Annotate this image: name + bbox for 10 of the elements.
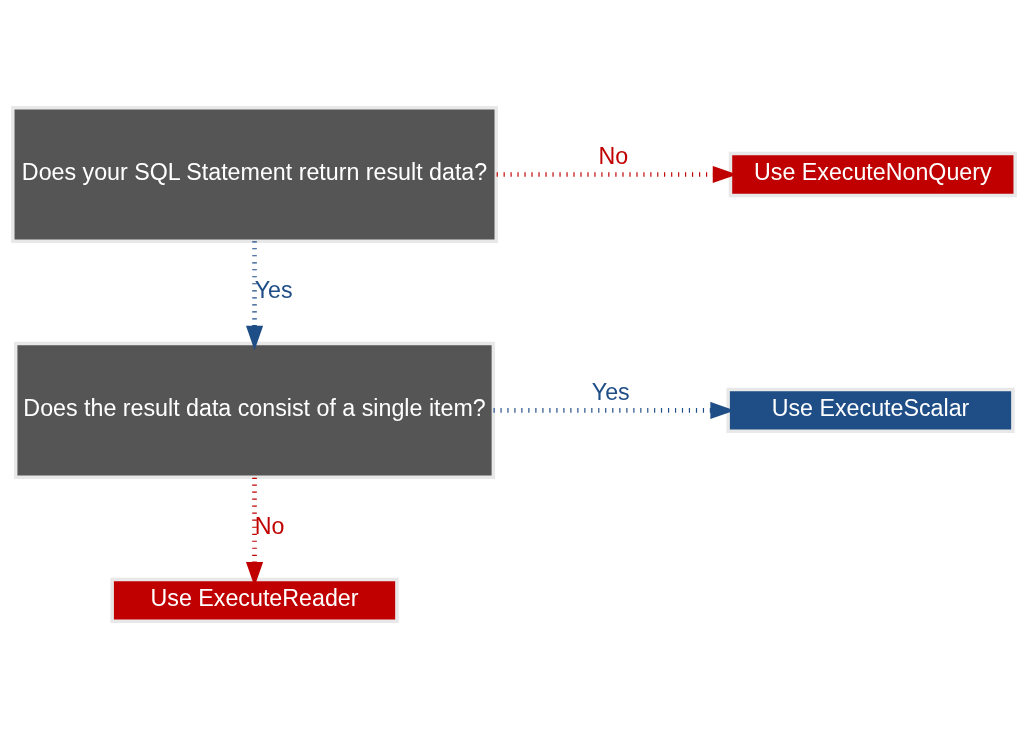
- edge-label: Yes: [254, 277, 293, 304]
- node-box: Does the result data consist of a single item?: [13, 341, 496, 479]
- node-box: Does your SQL Statement return result data?: [11, 105, 499, 244]
- edge-label: No: [598, 143, 629, 170]
- node-box: Use ExecuteNonQuery: [728, 151, 1017, 198]
- node-box: Use ExecuteScalar: [726, 387, 1015, 434]
- edge-label: Yes: [591, 378, 630, 405]
- node-box: Use ExecuteReader: [110, 577, 399, 624]
- edge-label: No: [254, 513, 285, 540]
- arrow: [245, 241, 264, 351]
